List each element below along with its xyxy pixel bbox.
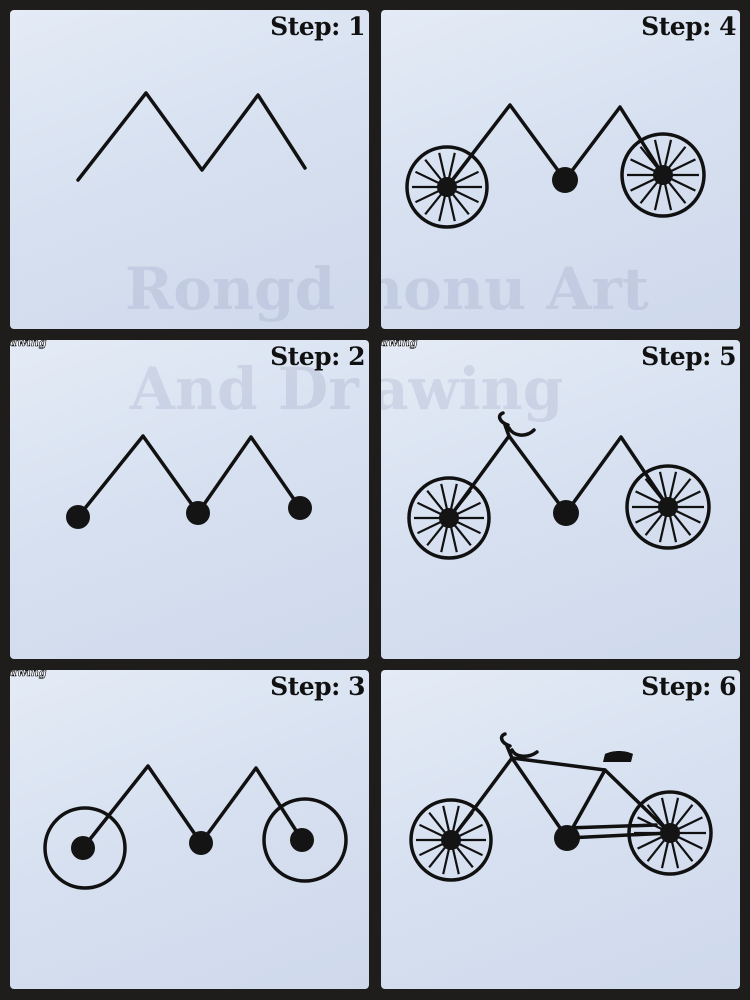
wheel-icon — [405, 145, 489, 229]
step-label: Step: 6 — [641, 672, 736, 701]
watermark: honu Art — [381, 255, 649, 323]
watermark: Rongd — [125, 255, 336, 323]
step-1-drawing — [76, 91, 307, 182]
step-2-panel: awing And Dr Step: 2 — [10, 340, 369, 659]
step-6-drawing — [409, 732, 713, 882]
wheel-icon — [625, 464, 711, 550]
corner-watermark: awing — [10, 340, 47, 349]
watermark: awing — [381, 355, 564, 423]
step-4-panel: honu Art Step: 4 — [381, 10, 740, 329]
step-5-drawing — [407, 411, 711, 560]
step-label: Step: 3 — [270, 672, 365, 701]
step-5-panel: awing awing Step: 5 — [381, 340, 740, 659]
corner-watermark: awing — [381, 340, 418, 349]
watermark: And Dr — [130, 355, 359, 423]
step-6-panel: Step: 6 — [381, 670, 740, 989]
wheel-icon — [407, 476, 491, 560]
step-3-drawing — [43, 764, 348, 890]
step-3-panel: awing Step: 3 — [10, 670, 369, 989]
step-1-panel: Rongd Step: 1 — [10, 10, 369, 329]
step-label: Step: 2 — [270, 342, 365, 371]
corner-watermark: awing — [10, 670, 47, 679]
step-label: Step: 5 — [641, 342, 736, 371]
step-2-drawing — [66, 434, 312, 529]
step-label: Step: 4 — [641, 12, 736, 41]
wheel-icon — [620, 132, 706, 218]
wheel-icon — [409, 798, 493, 882]
wheel-icon — [627, 790, 713, 876]
step-label: Step: 1 — [270, 12, 365, 41]
step-4-drawing — [405, 103, 706, 229]
